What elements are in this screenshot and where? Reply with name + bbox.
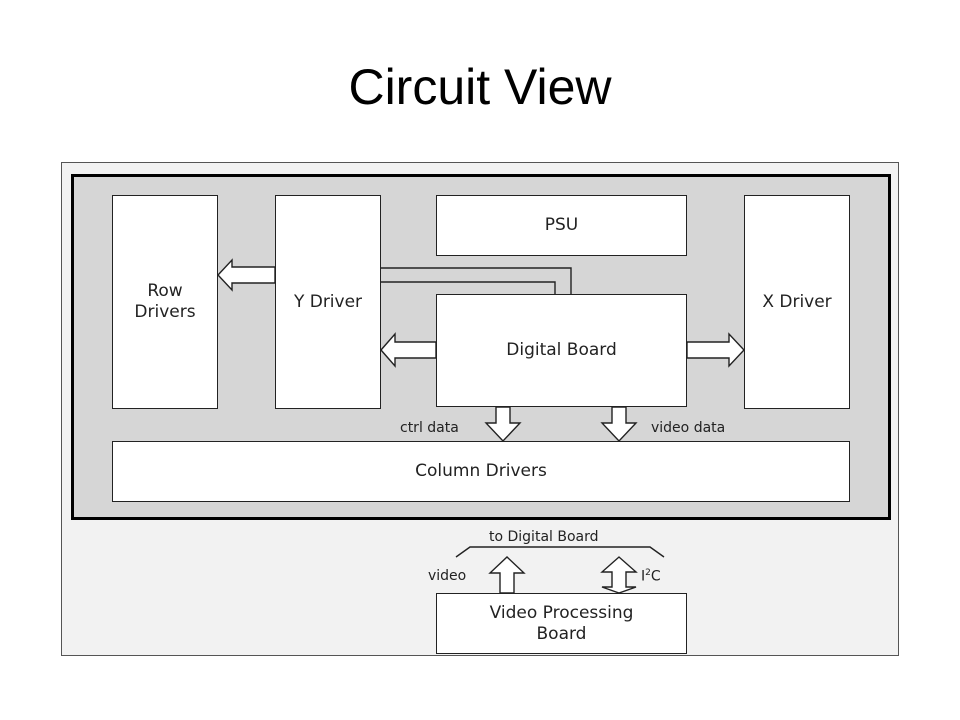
- video-data-label: video data: [651, 420, 726, 436]
- page-title: Circuit View: [348, 59, 612, 115]
- row-drivers-block: Row Drivers: [112, 195, 218, 409]
- ctrl-data-label: ctrl data: [400, 420, 459, 436]
- video-label: video: [428, 568, 467, 584]
- to-digital-board-label: to Digital Board: [489, 529, 599, 545]
- arrow-digital-to-x: [686, 332, 745, 368]
- arrow-digital-to-y: [380, 332, 437, 368]
- digital-board-block: Digital Board: [436, 294, 687, 407]
- i2c-label: I2C: [641, 568, 661, 585]
- bus-line-inner: [381, 281, 556, 294]
- bus-line-outer: [381, 267, 572, 294]
- arrow-video-up: [488, 556, 526, 594]
- psu-block: PSU: [436, 195, 687, 256]
- arrow-ctrl-data: [484, 406, 522, 443]
- video-processing-board-block: Video Processing Board: [436, 593, 687, 654]
- x-driver-block: X Driver: [744, 195, 850, 409]
- arrow-video-data: [600, 406, 638, 443]
- to-digital-board-bracket: [455, 546, 665, 558]
- y-driver-block: Y Driver: [275, 195, 381, 409]
- arrow-y-to-row: [217, 258, 276, 292]
- i2c-label-tail: C: [650, 568, 661, 585]
- i2c-label-superscript: 2: [645, 568, 651, 578]
- column-drivers-block: Column Drivers: [112, 441, 850, 502]
- arrow-i2c-bidirectional: [600, 556, 638, 594]
- i2c-label-base: I: [641, 568, 646, 585]
